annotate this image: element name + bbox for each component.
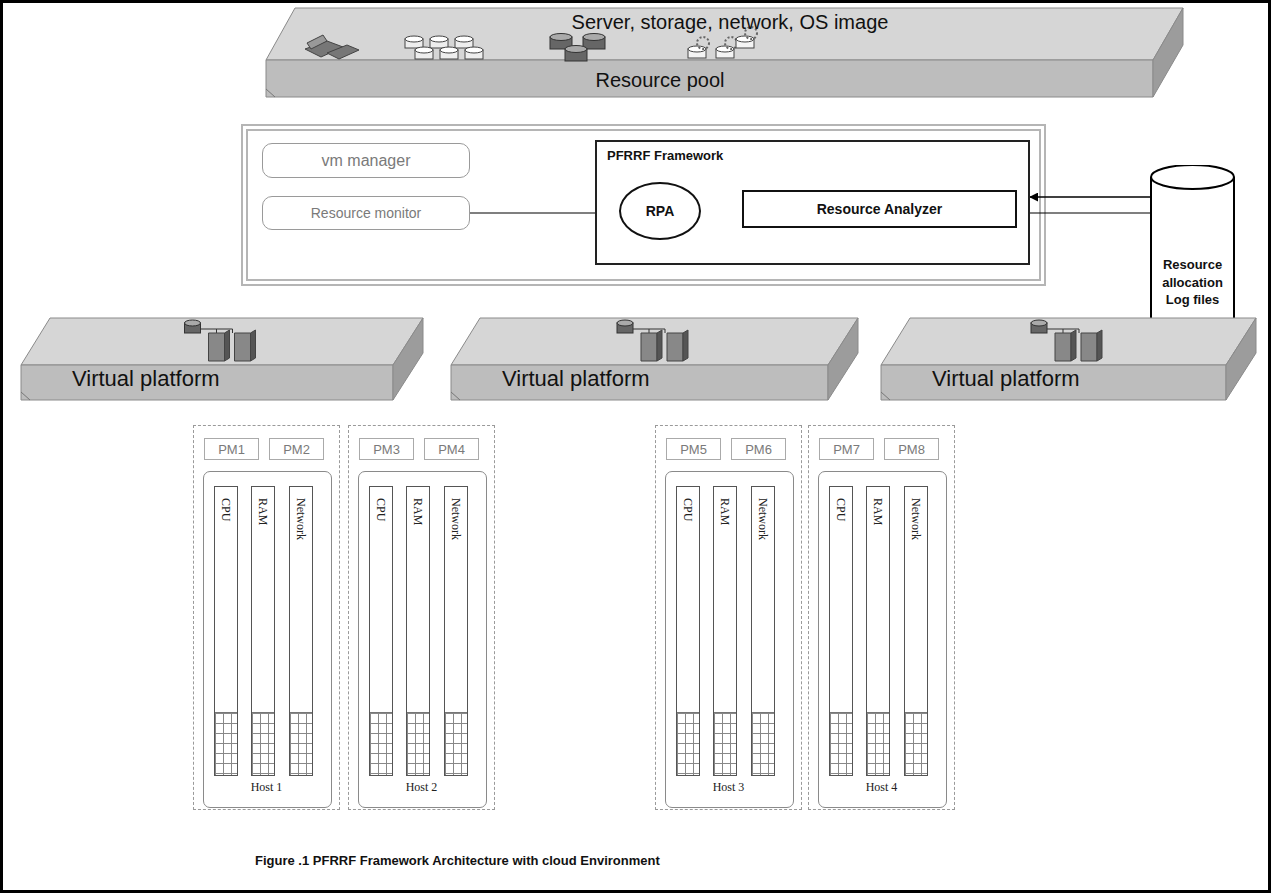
host-box-label: Host 2: [406, 780, 438, 795]
usage-grid: [407, 712, 429, 775]
resource-bar-label: Network: [449, 498, 463, 540]
pm-box-label: PM4: [438, 442, 465, 457]
virtual-platform-slab-label: Virtual platform: [72, 366, 220, 392]
pm-box-label: PM7: [833, 442, 860, 457]
rpa-ellipse-label: RPA: [646, 203, 675, 219]
virtual-platform-slab: Virtual platform: [450, 315, 860, 403]
resource-bar: CPU: [214, 486, 238, 776]
framework-container: [242, 125, 1045, 285]
pm-box-label: PM3: [373, 442, 400, 457]
host-box-label: Host 1: [251, 780, 283, 795]
resource-bar-label: Network: [294, 498, 308, 540]
usage-grid: [714, 712, 736, 775]
resource-bar-label: CPU: [681, 498, 695, 521]
usage-grid: [867, 712, 889, 775]
host-box: Host 2 PM3 PM4CPU RAM Network: [348, 425, 495, 810]
host-box-label: Host 3: [713, 780, 745, 795]
resource-monitor-box-label: Resource monitor: [311, 205, 422, 221]
resource-bar-label: RAM: [256, 498, 270, 525]
usage-grid: [752, 712, 774, 775]
resource-bar: RAM: [713, 486, 737, 776]
framework-container-inner: [247, 130, 1040, 280]
resource-bar: Network: [444, 486, 468, 776]
usage-grid: [215, 712, 237, 775]
host-box: Host 4 PM7 PM8CPU RAM Network: [808, 425, 955, 810]
vm-manager-box-label: vm manager: [322, 152, 411, 170]
pm-box: PM5: [666, 438, 721, 460]
usage-grid: [830, 712, 852, 775]
analyzer-box: Resource Analyzer: [742, 190, 1017, 228]
host-box-label: Host 4: [866, 780, 898, 795]
resource-monitor-box: Resource monitor: [262, 196, 470, 230]
framework-box-label: PFRRF Framework: [607, 148, 1018, 163]
resource-bar: Network: [289, 486, 313, 776]
resource-bar-label: CPU: [374, 498, 388, 521]
log-cylinder-label: Resource allocation Log files: [1160, 256, 1225, 309]
resource-bar-label: CPU: [834, 498, 848, 521]
pm-box-label: PM8: [898, 442, 925, 457]
vm-manager-box: vm manager: [262, 143, 470, 178]
virtual-platform-slab: Virtual platform: [880, 315, 1258, 403]
resource-bar: Network: [904, 486, 928, 776]
pm-box-label: PM2: [283, 442, 310, 457]
resource-bar-label: Network: [756, 498, 770, 540]
rpa-ellipse: RPA: [619, 182, 701, 240]
resource-pool-slab-label: Resource pool: [596, 69, 725, 92]
pm-box: PM3: [359, 438, 414, 460]
pm-box: PM4: [424, 438, 479, 460]
figure-caption: Figure .1 PFRRF Framework Architecture w…: [255, 853, 660, 868]
usage-grid: [905, 712, 927, 775]
pm-box-label: PM1: [218, 442, 245, 457]
pm-box: PM6: [731, 438, 786, 460]
virtual-platform-slab-label: Virtual platform: [932, 366, 1080, 392]
resource-bar-label: CPU: [219, 498, 233, 521]
resource-bar: RAM: [406, 486, 430, 776]
usage-grid: [677, 712, 699, 775]
resource-bar: CPU: [369, 486, 393, 776]
pm-box-label: PM6: [745, 442, 772, 457]
resource-pool-slab: Server, storage, network, OS imageResour…: [265, 5, 1185, 100]
usage-grid: [445, 712, 467, 775]
framework-box: PFRRF FrameworkRPA Resource Analyzer: [595, 140, 1030, 265]
virtual-platform-slab-label: Virtual platform: [502, 366, 650, 392]
connector: [1030, 196, 1150, 198]
resource-bar: Network: [751, 486, 775, 776]
resource-bar: CPU: [676, 486, 700, 776]
host-box: Host 3 PM5 PM6CPU RAM Network: [655, 425, 802, 810]
host-box: Host 1 PM1 PM2CPU RAM Network: [193, 425, 340, 810]
resource-bar: RAM: [251, 486, 275, 776]
resource-bar-label: RAM: [718, 498, 732, 525]
analyzer-box-label: Resource Analyzer: [817, 201, 943, 217]
resource-bar-label: RAM: [411, 498, 425, 525]
resource-bar: CPU: [829, 486, 853, 776]
resource-pool-slab-label: Server, storage, network, OS image: [572, 11, 889, 34]
usage-grid: [252, 712, 274, 775]
pm-box: PM8: [884, 438, 939, 460]
pm-box: PM2: [269, 438, 324, 460]
usage-grid: [290, 712, 312, 775]
resource-bar: RAM: [866, 486, 890, 776]
pm-box: PM7: [819, 438, 874, 460]
resource-bar-label: RAM: [871, 498, 885, 525]
usage-grid: [370, 712, 392, 775]
pm-box-label: PM5: [680, 442, 707, 457]
pm-box: PM1: [204, 438, 259, 460]
virtual-platform-slab: Virtual platform: [20, 315, 425, 403]
resource-bar-label: Network: [909, 498, 923, 540]
